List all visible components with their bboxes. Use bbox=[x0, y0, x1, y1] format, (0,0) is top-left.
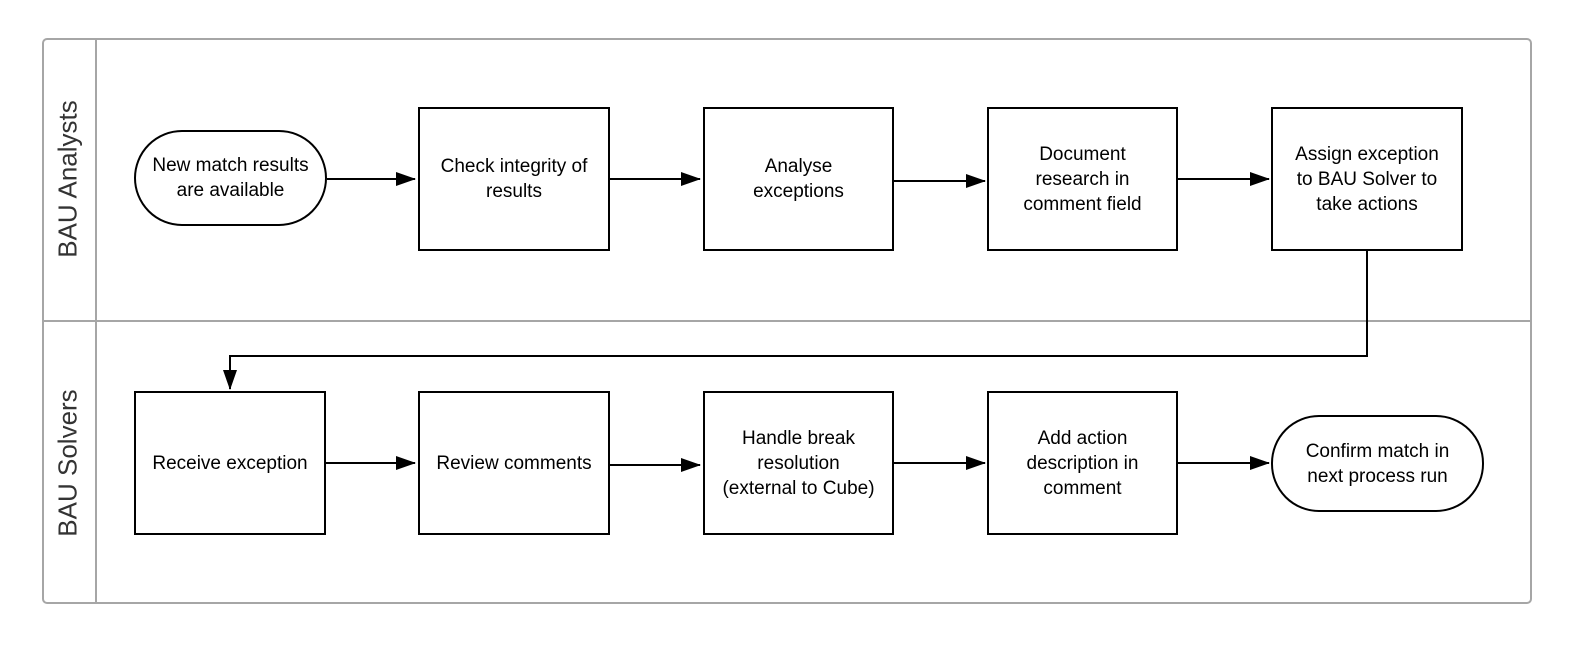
step-handle-break-resolution: Handle break resolution (external to Cub… bbox=[703, 391, 894, 535]
step-receive-exception: Receive exception bbox=[134, 391, 326, 535]
step-assign-exception: Assign exception to BAU Solver to take a… bbox=[1271, 107, 1463, 251]
step-document-research: Document research in comment field bbox=[987, 107, 1178, 251]
step-new-match-results: New match results are available bbox=[134, 130, 327, 226]
step-check-integrity: Check integrity of results bbox=[418, 107, 610, 251]
lane-divider bbox=[42, 320, 1532, 322]
step-add-action-description: Add action description in comment bbox=[987, 391, 1178, 535]
step-analyse-exceptions: Analyse exceptions bbox=[703, 107, 894, 251]
step-review-comments: Review comments bbox=[418, 391, 610, 535]
step-confirm-match: Confirm match in next process run bbox=[1271, 415, 1484, 512]
connector-assign-to-receive bbox=[223, 250, 1368, 390]
